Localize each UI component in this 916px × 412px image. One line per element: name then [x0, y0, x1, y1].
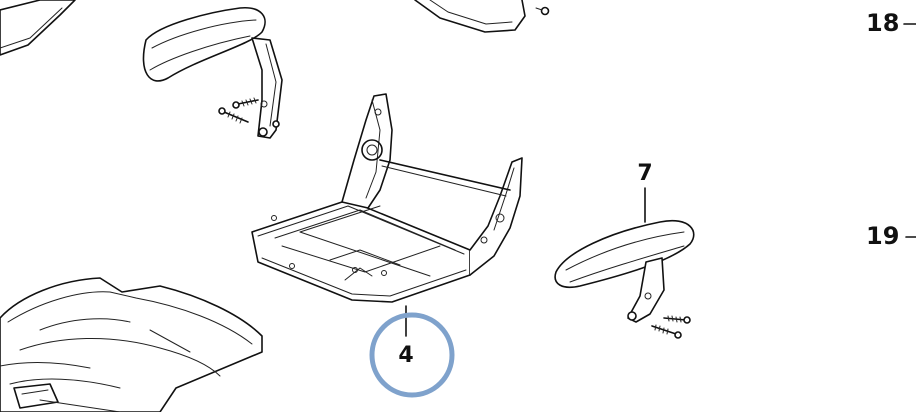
reference-number-bottom: 19: [866, 222, 899, 250]
callout-4-label: 4: [398, 343, 413, 368]
bolt-left-upper-icon: [232, 97, 259, 109]
top-left-cushion-fragment: [0, 0, 76, 56]
armrest-right-drawing: [554, 219, 695, 323]
bolt-left-lower-icon: [218, 107, 249, 124]
reference-number-top: 18: [866, 9, 899, 37]
bolt-right-lower-icon: [651, 324, 682, 339]
backrest-fragment: [414, 0, 526, 33]
callout-7-label: 7: [637, 161, 652, 186]
seat-frame-drawing: [251, 93, 523, 303]
callout-highlight-circle: [369, 312, 455, 398]
seat-cushion-drawing: [0, 277, 263, 412]
bolt-right-upper-icon: [663, 315, 691, 324]
screw-top-icon: [535, 6, 550, 16]
armrest-left-drawing: [142, 7, 283, 139]
